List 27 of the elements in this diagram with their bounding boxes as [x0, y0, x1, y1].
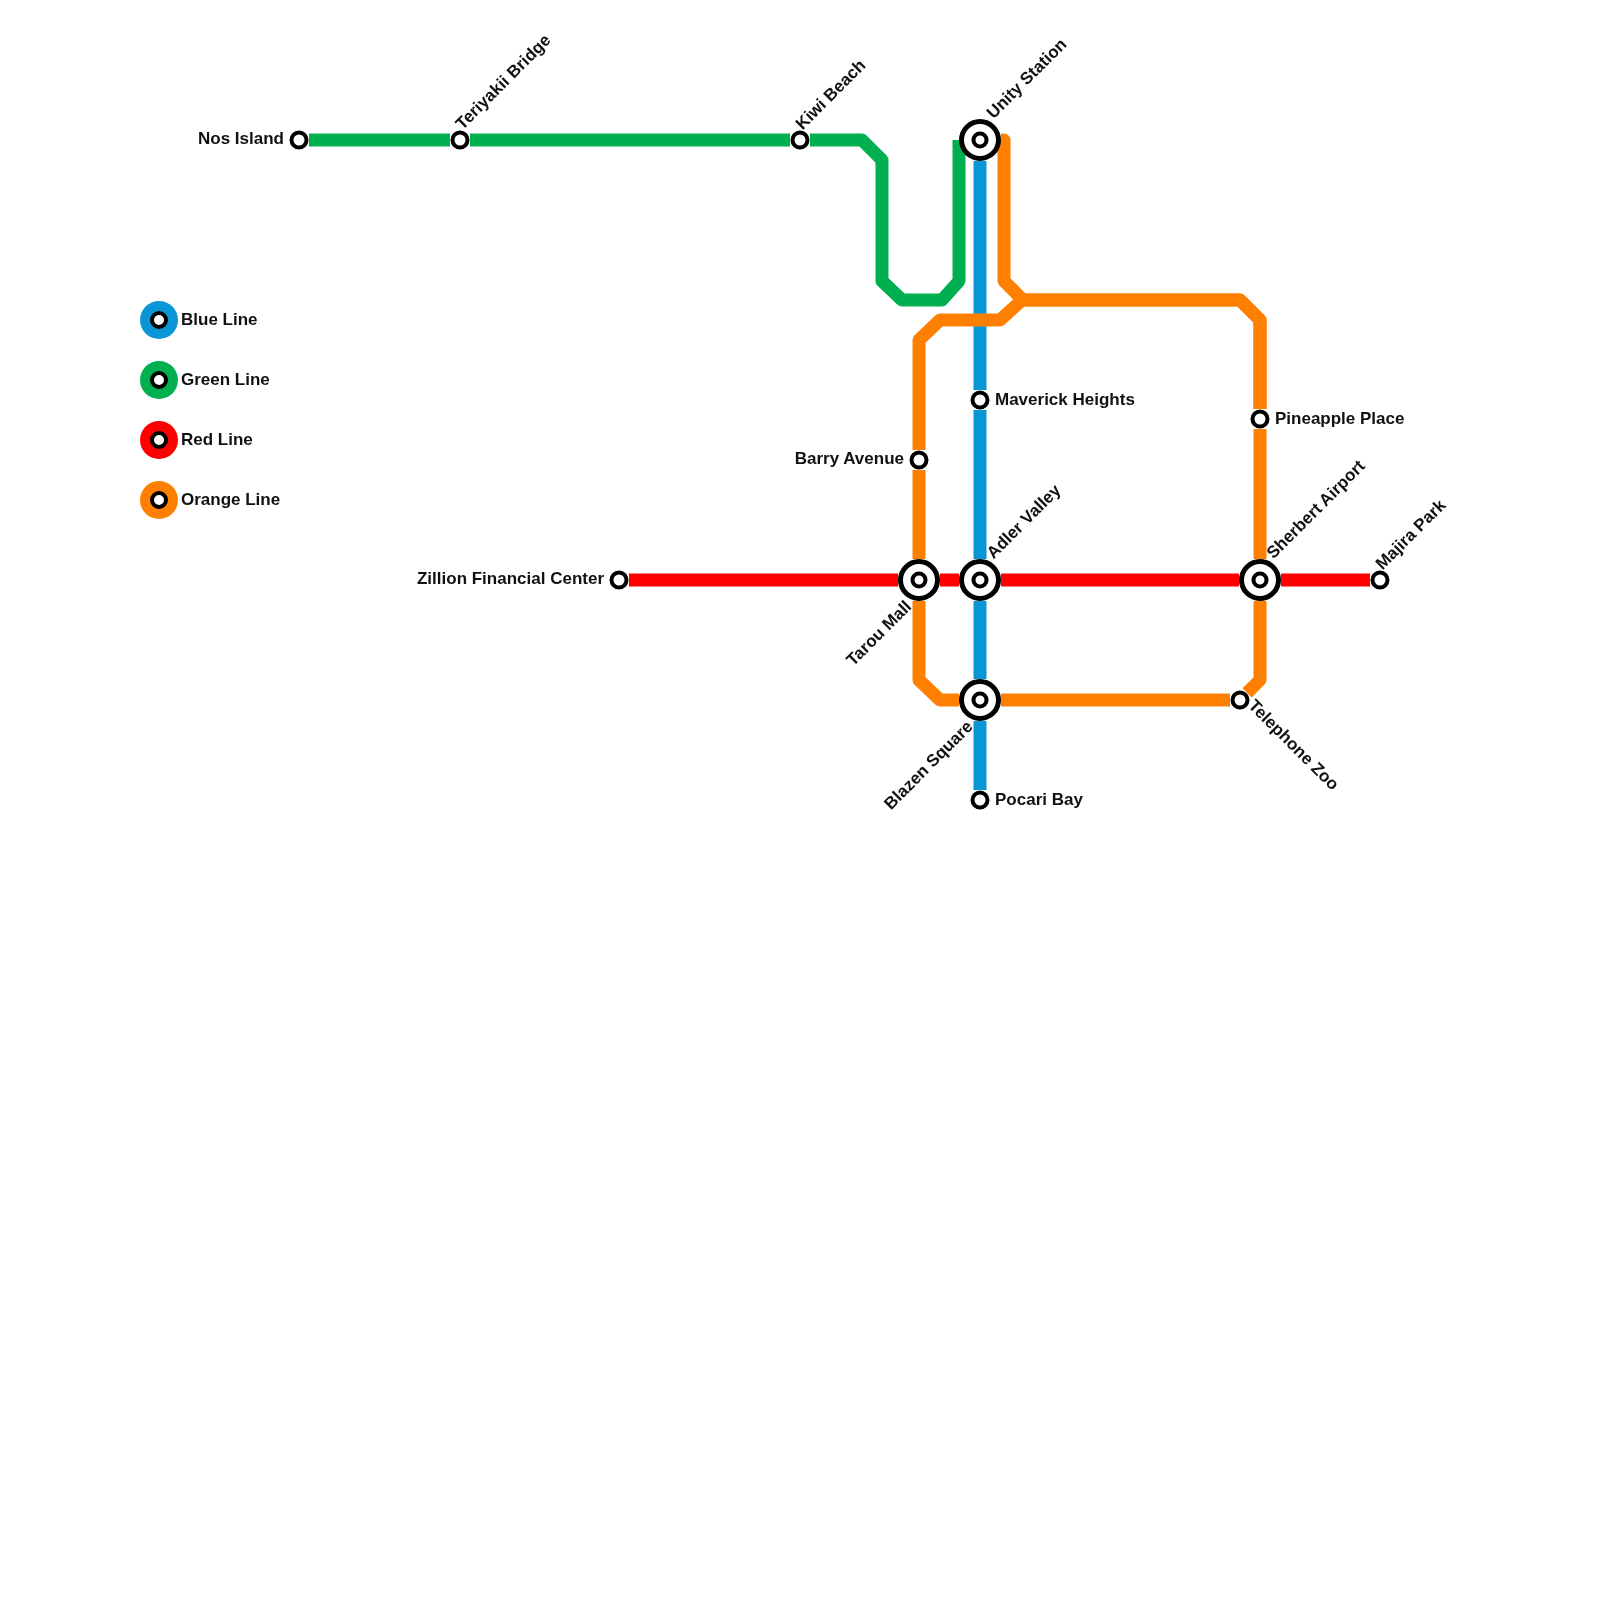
- transit-line: [1242, 601, 1267, 698]
- transit-line: [912, 470, 926, 559]
- legend-label: Orange Line: [181, 490, 281, 510]
- transit-line: [1001, 573, 1239, 587]
- station-label: Pineapple Place: [1275, 409, 1405, 429]
- station-label: Nos Island: [198, 129, 284, 149]
- transit-line: [309, 133, 450, 147]
- transit-line: [973, 161, 987, 390]
- legend-label: Red Line: [181, 430, 253, 450]
- transit-line: [973, 721, 987, 790]
- transit-line: [629, 573, 898, 587]
- transit-line: [973, 410, 987, 559]
- transit-line: [810, 133, 966, 307]
- transit-line: [940, 573, 959, 587]
- transit-line: [1281, 573, 1370, 587]
- transit-line: [470, 133, 790, 147]
- transit-line: [912, 293, 1267, 450]
- transit-line: [912, 601, 959, 707]
- transit-line: [973, 601, 987, 679]
- station-label: Maverick Heights: [995, 390, 1135, 410]
- legend-label: Green Line: [181, 370, 270, 390]
- legend-label: Blue Line: [181, 310, 258, 330]
- station-label: Pocari Bay: [995, 790, 1083, 810]
- station-label: Barry Avenue: [794, 449, 904, 469]
- transit-line: [1001, 693, 1230, 707]
- transit-line: [1253, 429, 1267, 559]
- station-label: Zillion Financial Center: [416, 569, 604, 589]
